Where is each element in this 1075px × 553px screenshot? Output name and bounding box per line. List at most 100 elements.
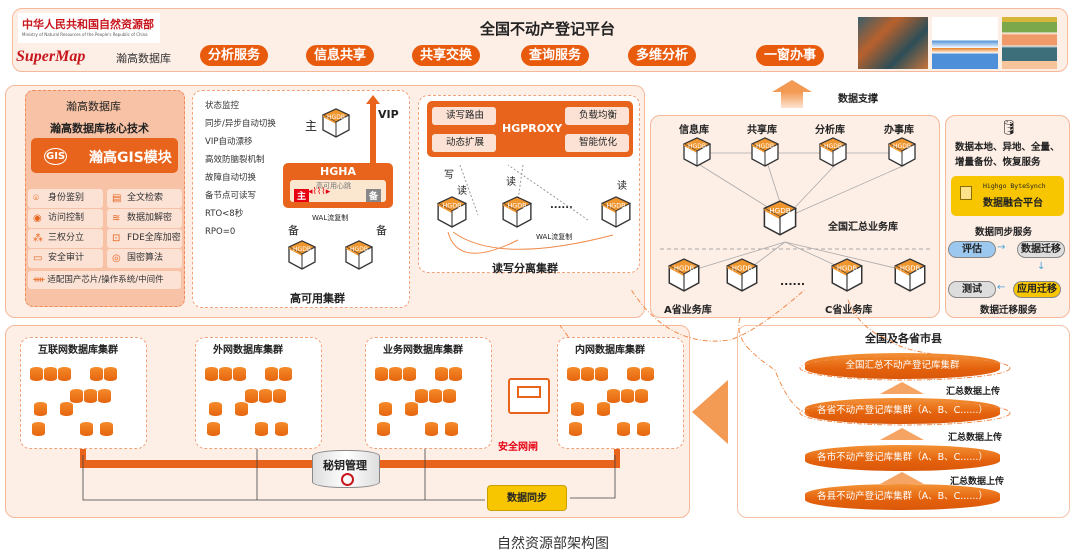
db-cylinder-icon: [377, 422, 390, 436]
db-cylinder-icon: [273, 389, 286, 403]
db-cylinder-icon: [259, 389, 272, 403]
nav-button[interactable]: 共享交换: [412, 45, 480, 66]
db-cylinder-icon: [44, 367, 57, 381]
data-sync-box: 数据同步: [487, 485, 567, 511]
svg-text:HGDB: HGDB: [674, 264, 695, 272]
user-scan-icon: ⌾: [33, 193, 39, 204]
db-cylinder-icon: [219, 367, 232, 381]
province-cluster: 各省不动产登记库集群（A、B、C......）: [805, 398, 1000, 424]
feature-target: ◎国密算法: [107, 249, 182, 268]
database-icon: 🛢: [1000, 120, 1018, 136]
db-cylinder-icon: [449, 367, 462, 381]
db-cylinder-icon: [405, 402, 418, 416]
svg-text:HGDB: HGDB: [756, 143, 774, 150]
db-cylinder-icon: [443, 389, 456, 403]
db-cylinder-icon: [415, 389, 428, 403]
svg-text:HGDB: HGDB: [327, 114, 345, 121]
svg-text:HGDB: HGDB: [507, 202, 526, 210]
ha-feature: RPO=0: [205, 227, 236, 237]
hgdb-node: HGDB: [344, 240, 374, 270]
feature-eye: ◉访问控制: [28, 209, 103, 228]
adapt-bar: ᚔ 适配国产芯片/操作系统/中间件: [28, 271, 181, 289]
db-cylinder-icon: [279, 367, 292, 381]
svg-text:HGDB: HGDB: [442, 202, 461, 210]
supermap-logo: SuperMap: [16, 48, 86, 65]
db-cylinder-icon: [30, 367, 43, 381]
step-assess: 评估: [948, 241, 996, 258]
db-cylinder-icon: [641, 367, 654, 381]
db-cylinder-icon: [627, 367, 640, 381]
hgdb-node: HGDB: [762, 200, 798, 236]
thumbnail-map: [858, 17, 928, 69]
proxy-feature: 读写路由: [432, 107, 496, 125]
national-cluster: 全国汇总不动产登记库集群: [805, 353, 1000, 379]
caption: 自然资源部架构图: [497, 536, 609, 552]
nav-button[interactable]: 查询服务: [521, 45, 589, 66]
db-cylinder-icon: [104, 367, 117, 381]
feature-three-circles: ⁂三权分立: [28, 229, 103, 248]
svg-text:HGDB: HGDB: [837, 264, 858, 272]
hgdb-node: HGDB: [818, 137, 848, 167]
gis-module: GIS 瀚高GIS模块: [31, 138, 178, 173]
db-cylinder-icon: [34, 402, 47, 416]
hgdb-node: HGDB: [725, 258, 759, 292]
core-tech-title: 瀚高数据库核心技术: [50, 122, 149, 135]
db-cylinder-icon: [233, 367, 246, 381]
vip-arrow-head: [366, 95, 380, 104]
db-cylinder-icon: [58, 367, 71, 381]
hgdb-node: HGDB: [893, 258, 927, 292]
svg-text:HGDB: HGDB: [732, 264, 753, 272]
key-icon: [341, 473, 354, 486]
step-test: 测试: [948, 281, 996, 298]
highgo-logo: 瀚高数据库: [116, 52, 171, 65]
gis-icon: GIS: [44, 148, 68, 165]
highgo-logo: 瀚高数据库: [66, 100, 121, 113]
audit-icon: ▭: [33, 253, 43, 264]
nav-button[interactable]: 信息共享: [306, 45, 374, 66]
db-cylinder-icon: [403, 367, 416, 381]
hgdb-node: HGDB: [667, 258, 701, 292]
proxy-feature: 智能优化: [565, 134, 629, 152]
svg-text:HGDB: HGDB: [688, 143, 706, 150]
library-label: 办事库: [884, 125, 914, 136]
db-cylinder-icon: [80, 422, 93, 436]
nav-button[interactable]: 多维分析: [628, 45, 696, 66]
db-cylinder-icon: [209, 402, 222, 416]
ha-feature: 备节点可读写: [205, 191, 257, 201]
db-cylinder-icon: [595, 367, 608, 381]
proxy-feature: 动态扩展: [432, 134, 496, 152]
svg-text:HGDB: HGDB: [900, 264, 921, 272]
hgdb-node: HGDB: [600, 196, 632, 228]
three-circles-icon: ⁂: [33, 233, 43, 244]
library-label: 共享库: [747, 125, 777, 136]
ministry-logo: 中华人民共和国自然资源部 Ministry of Natural Resourc…: [18, 13, 160, 43]
nav-button[interactable]: 分析服务: [200, 45, 268, 66]
eye-icon: ◉: [33, 213, 42, 224]
db-cylinder-icon: [435, 367, 448, 381]
hgdb-node: HGDB: [321, 108, 351, 138]
hgdb-node: HGDB: [287, 240, 317, 270]
step-data-migration: 数据迁移: [1017, 241, 1065, 258]
page-title: 全国不动产登记平台: [480, 20, 616, 38]
svg-text:HGDB: HGDB: [350, 246, 368, 253]
security-gateway-icon: [508, 378, 550, 414]
replication-arcs: [447, 164, 614, 254]
db-cylinder-icon: [581, 367, 594, 381]
svg-text:HGDB: HGDB: [893, 143, 911, 150]
step-app-migration: 应用迁移: [1013, 281, 1061, 298]
db-cylinder-icon: [70, 389, 83, 403]
db-cylinder-icon: [571, 402, 584, 416]
db-cylinder-icon: [621, 389, 634, 403]
feature-user-scan: ⌾身份鉴别: [28, 189, 103, 208]
hgdb-node: HGDB: [501, 196, 533, 228]
thumbnail-dashboard: [932, 17, 998, 69]
db-cylinder-icon: [98, 389, 111, 403]
nav-button[interactable]: 一窗办事: [756, 45, 824, 66]
heartbeat-box: [290, 180, 386, 202]
hgdb-node: HGDB: [750, 137, 780, 167]
library-label: 分析库: [815, 125, 845, 136]
db-cylinder-icon: [60, 402, 73, 416]
db-cylinder-icon: [100, 422, 113, 436]
svg-text:HGDB: HGDB: [824, 143, 842, 150]
cube-icon: [960, 186, 972, 200]
